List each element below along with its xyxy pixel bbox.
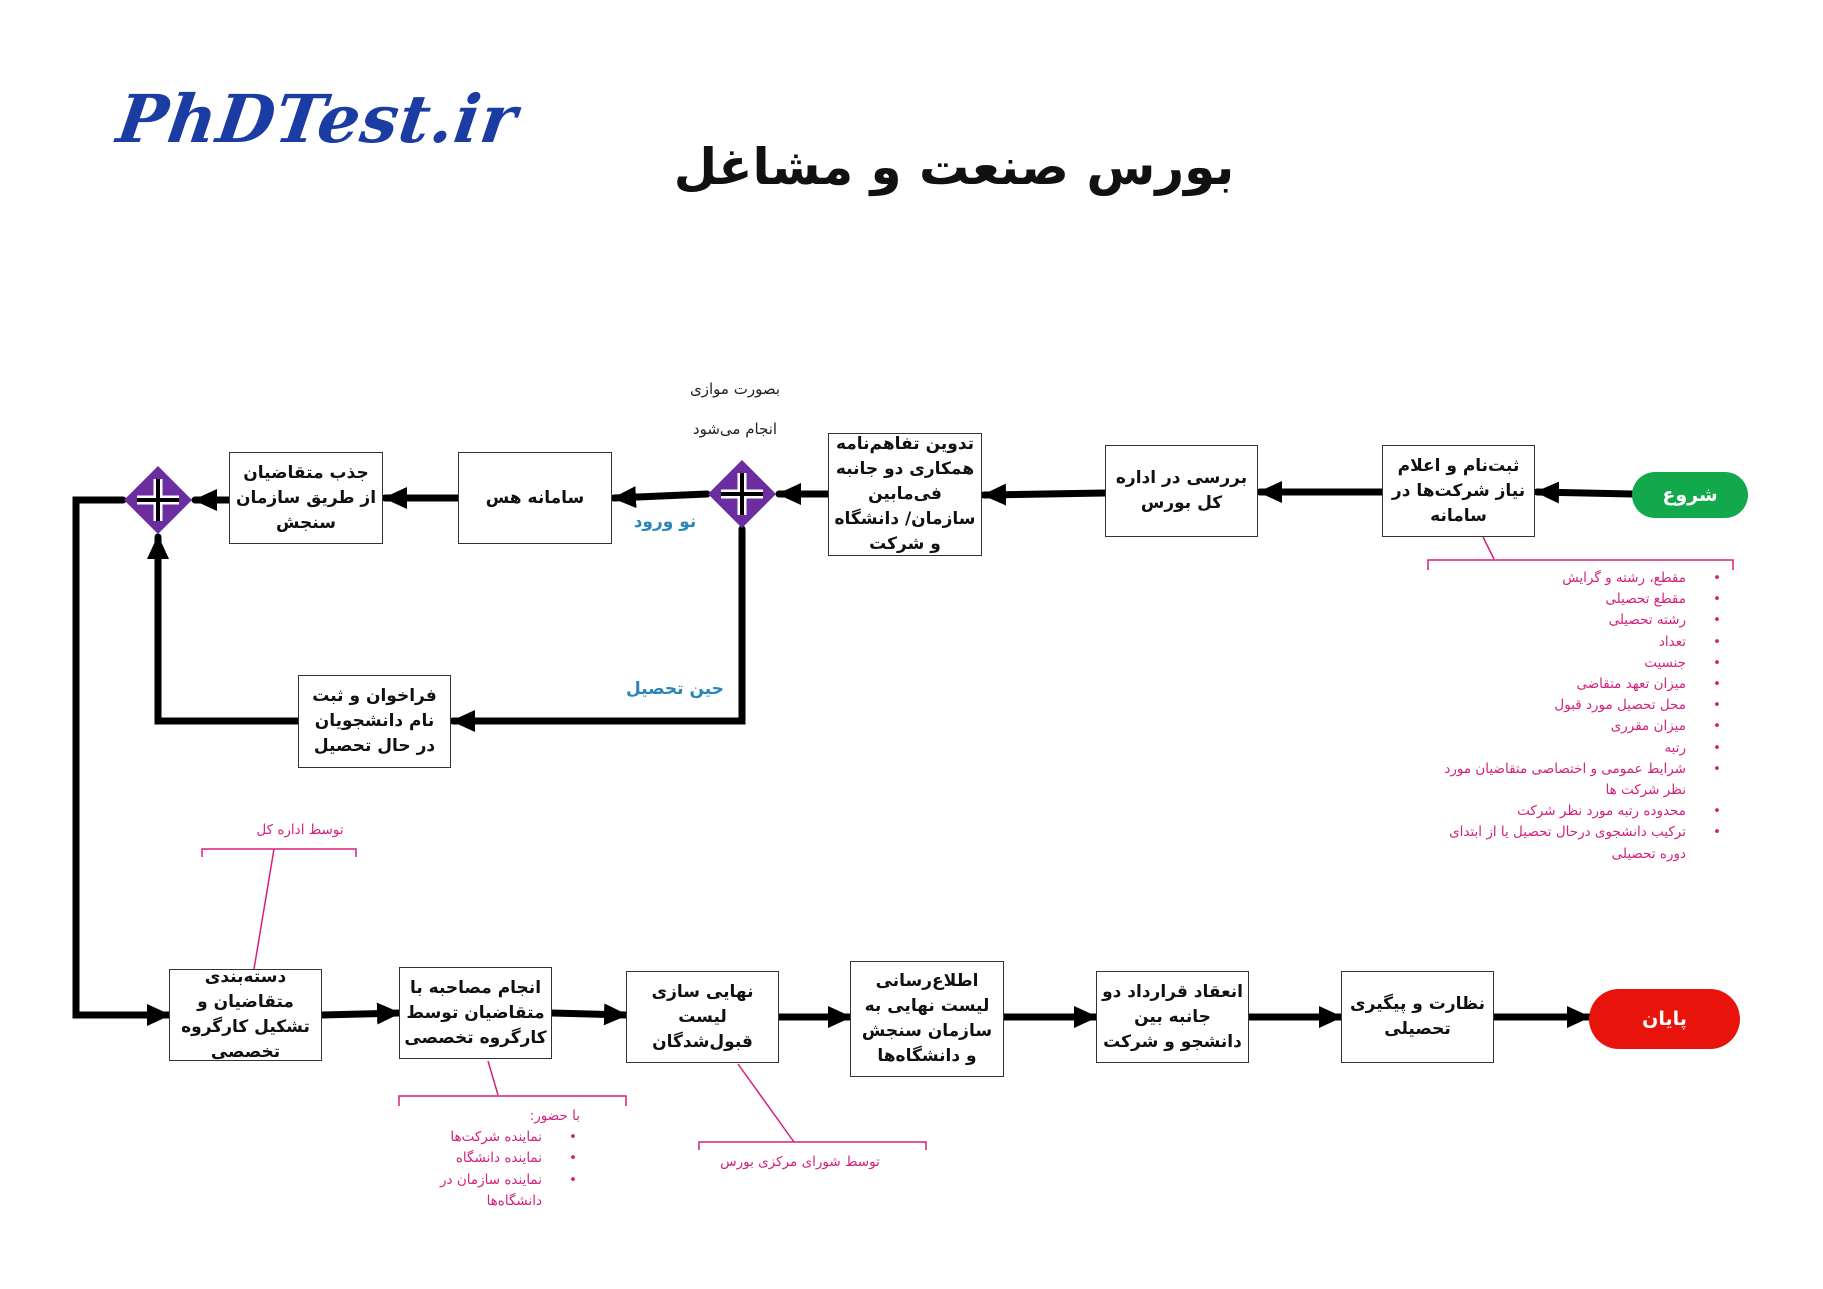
list-item: محدوده رتبه مورد نظر شرکت — [1430, 801, 1721, 822]
bracket-requirements — [1427, 536, 1734, 570]
requirements-list: مقطع، رشته و گرایش مقطع تحصیلی رشته تحصی… — [1430, 568, 1721, 865]
arrow-b1-b2 — [318, 1002, 403, 1025]
list-item: ترکیب دانشجوی درحال تحصیل یا از ابتدای د… — [1430, 822, 1721, 864]
bracket-council — [698, 1063, 927, 1150]
parallel-gateway-split — [708, 460, 776, 528]
arrow-join-to-bottom — [72, 496, 173, 1026]
bracket-presence — [398, 1060, 627, 1106]
list-item: رشته تحصیلی — [1430, 610, 1721, 631]
step-register-needs: ثبت‌نام و اعلام نیاز شرکت‌ها در سامانه — [1382, 445, 1535, 537]
list-item: رتبه — [1430, 738, 1721, 759]
list-item: میزان تعهد متقاضی — [1430, 674, 1721, 695]
list-item: میزان مقرری — [1430, 716, 1721, 737]
gateway-note-1: بصورت موازی — [690, 380, 780, 398]
list-item: شرایط عمومی و اختصاصی متقاضیان مورد نظر … — [1430, 759, 1721, 801]
step-hes-system: سامانه هس — [458, 452, 612, 544]
note-by-council: توسط شورای مرکزی بورس — [720, 1154, 880, 1170]
start-node: شروع — [1632, 472, 1748, 518]
end-node: پایان — [1589, 989, 1740, 1049]
list-item: نماینده شرکت‌ها — [420, 1127, 577, 1148]
arrow-in-study-to-join — [147, 533, 302, 725]
list-item: نماینده سازمان در دانشگاه‌ها — [420, 1170, 577, 1212]
list-item: مقطع، رشته و گرایش — [1430, 568, 1721, 589]
step-mou: تدوین تفاهم‌نامه همکاری دو جانبه فی‌مابی… — [828, 433, 982, 556]
step-interview: انجام مصاحبه با متقاضیان توسط کارگروه تخ… — [399, 967, 552, 1059]
step-attract-applicants: جذب متقاضیان از طریق سازمان سنجش — [229, 452, 383, 544]
arrow-gateway-to-in-study — [449, 525, 746, 732]
step-announce-list: اطلاع‌رسانی لیست نهایی به سازمان سنجش و … — [850, 961, 1004, 1077]
start-label: شروع — [1662, 484, 1718, 506]
list-item: محل تحصیل مورد قبول — [1430, 695, 1721, 716]
presence-title: با حضور: — [529, 1108, 580, 1124]
page-title: بورس صنعت و مشاغل — [673, 138, 1235, 196]
end-label: پایان — [1642, 1008, 1687, 1030]
step-contract: انعقاد قرارداد دو جانبه بین دانشجو و شرک… — [1096, 971, 1249, 1063]
presence-note: با حضور: نماینده شرکت‌ها نماینده دانشگاه… — [420, 1106, 580, 1212]
arrow-gateway-to-hes — [610, 486, 711, 509]
step-categorize: دسته‌بندی متقاضیان و تشکیل کارگروه تخصصی — [169, 967, 322, 1062]
parallel-gateway-join — [124, 466, 192, 534]
arrow-start-to-step1 — [1533, 481, 1636, 504]
step-review-office: بررسی در اداره کل بورس — [1105, 445, 1258, 537]
branch-in-study: حین تحصیل — [626, 679, 724, 699]
list-item: تعداد — [1430, 632, 1721, 653]
list-item: جنسیت — [1430, 653, 1721, 674]
branch-new-entry: نو ورود — [633, 512, 697, 532]
note-by-general-office: توسط اداره کل — [256, 822, 344, 838]
arrow-b2-b3 — [548, 1003, 630, 1026]
step-supervision: نظارت و پیگیری تحصیلی — [1341, 971, 1494, 1063]
bracket-general-office — [201, 848, 357, 970]
list-item: نماینده دانشگاه — [420, 1148, 577, 1169]
arrow-step2-to-step3 — [980, 483, 1109, 506]
step-call-in-study: فراخوان و ثبت نام دانشجویان در حال تحصیل — [298, 675, 451, 768]
gateway-note-2: انجام می‌شود — [692, 420, 778, 438]
logo: PhDTest.ir — [112, 80, 523, 158]
list-item: مقطع تحصیلی — [1430, 589, 1721, 610]
step-finalize-list: نهایی سازی لیست قبول‌شدگان — [626, 971, 779, 1063]
